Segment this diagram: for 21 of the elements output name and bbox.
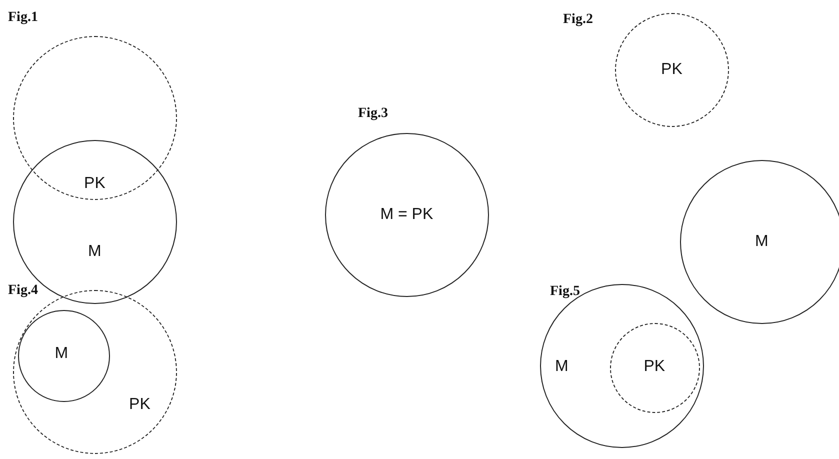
set-label: PK	[84, 174, 106, 193]
figure-label: Fig.3	[358, 106, 388, 122]
figure-label: Fig.4	[8, 283, 38, 299]
set-label: M	[88, 242, 102, 261]
set-label: M	[555, 358, 568, 376]
venn-circle	[540, 284, 704, 448]
set-label: M	[54, 345, 68, 364]
set-label: M	[755, 232, 768, 251]
set-label: PK	[129, 396, 150, 414]
figure-label: Fig.5	[550, 284, 580, 300]
venn-circle	[325, 133, 489, 297]
venn-circle	[18, 310, 110, 402]
set-label: PK	[644, 358, 666, 376]
venn-circle	[615, 13, 729, 127]
venn-circle	[680, 160, 839, 324]
set-label: M = PK	[380, 206, 434, 224]
venn-circle	[610, 322, 700, 413]
set-label: PK	[661, 60, 682, 79]
figure-label: Fig.2	[563, 12, 593, 28]
figure-label: Fig.1	[8, 10, 38, 26]
venn-circle	[13, 36, 177, 200]
